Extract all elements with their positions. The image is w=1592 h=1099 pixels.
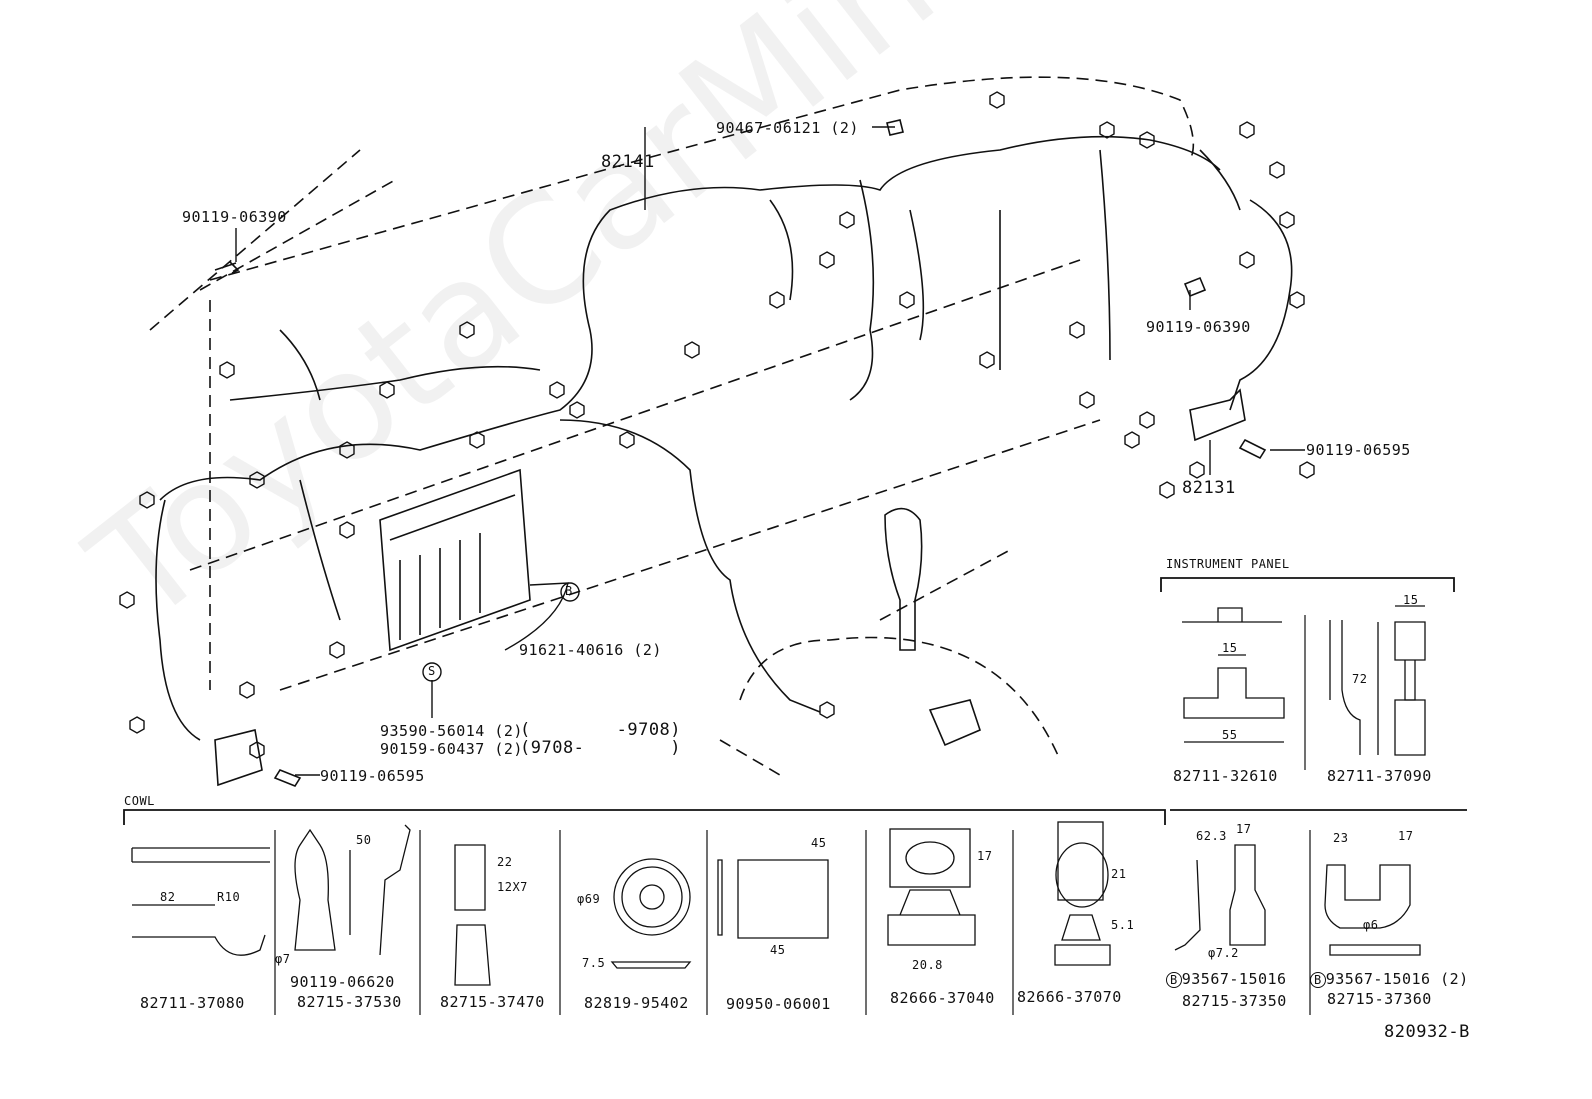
part-number-82715-37360: 82715-37360	[1327, 990, 1432, 1008]
dim-12x7: 12X7	[497, 880, 528, 894]
dim-55: 55	[1222, 728, 1238, 742]
dim-72: 72	[1352, 672, 1368, 686]
label-screw-range-1: ( -9708)	[520, 720, 682, 740]
dim-17: 17	[1236, 822, 1252, 836]
part-number-90950-06001: 90950-06001	[726, 995, 831, 1013]
figure-id: 820932-B	[1384, 1022, 1470, 1042]
label-nut-90467-06121: 90467-06121 (2)	[716, 119, 859, 137]
clip-number: 93567-15016 (2)	[1325, 970, 1469, 988]
label-bolt-90119-06620: 90119-06620	[290, 973, 395, 991]
connectors	[119, 91, 1315, 759]
bracket-82131	[1189, 388, 1246, 442]
dim-17: 17	[977, 849, 993, 863]
leader-lines	[235, 126, 1305, 776]
dim-r10: R10	[217, 890, 241, 904]
dim-7-5: 7.5	[582, 956, 606, 970]
dim-45-width: 45	[770, 943, 786, 957]
part-number-82711-37080: 82711-37080	[140, 994, 245, 1012]
bracket-left-lower	[214, 729, 263, 787]
part-number-82715-37530: 82715-37530	[297, 993, 402, 1011]
label-screw-90159-60437: 90159-60437 (2)	[380, 740, 523, 758]
marker-b: B	[565, 584, 573, 598]
part-number-82666-37070: 82666-37070	[1017, 988, 1122, 1006]
marker-s-circle	[422, 662, 442, 682]
label-harness-82141: 82141	[601, 152, 655, 172]
label-screw-range-2: (9708- )	[520, 738, 682, 758]
dim-23: 23	[1333, 831, 1349, 845]
dim-phi69: φ69	[577, 892, 601, 906]
part-number-82715-37470: 82715-37470	[440, 993, 545, 1011]
part-82711-37090-sketch	[1329, 605, 1426, 756]
dim-50: 50	[356, 833, 372, 847]
dim-phi6: φ6	[1363, 918, 1379, 932]
label-screw-91621-40616: 91621-40616 (2)	[519, 641, 662, 659]
part-number-82711-37090: 82711-37090	[1327, 767, 1432, 785]
shift-lever	[884, 507, 981, 747]
dim-phi7: φ7	[275, 952, 291, 966]
dashboard-outline	[149, 76, 1195, 776]
extra-part-sketches	[1174, 844, 1421, 956]
fasteners	[214, 119, 1267, 787]
label-harness-82131: 82131	[1182, 478, 1236, 498]
marker-b: B	[1166, 972, 1182, 988]
marker-b-circle	[560, 582, 580, 602]
label-bolt-90119-06390-left: 90119-06390	[182, 208, 287, 226]
dim-phi7-2: φ7.2	[1208, 946, 1239, 960]
dim-15: 15	[1403, 593, 1419, 607]
section-frames	[123, 577, 1467, 1015]
part-number-82711-32610: 82711-32610	[1173, 767, 1278, 785]
clip-number: 93567-15016	[1181, 970, 1287, 988]
dim-15: 15	[1222, 641, 1238, 655]
dim-17: 17	[1398, 829, 1414, 843]
label-bolt-90119-06595-left: 90119-06595	[320, 767, 425, 785]
dim-5-1: 5.1	[1111, 918, 1135, 932]
label-screw-93590-56014: 93590-56014 (2)	[380, 722, 523, 740]
part-82711-32610-sketch	[1182, 607, 1285, 743]
marker-b: B	[1310, 972, 1326, 988]
dim-21: 21	[1111, 867, 1127, 881]
part-number-82666-37040: 82666-37040	[890, 989, 995, 1007]
marker-s: S	[428, 664, 436, 678]
dim-82: 82	[160, 890, 176, 904]
dim-45-height: 45	[811, 836, 827, 850]
cowl-part-sketches	[131, 821, 1111, 986]
label-bolt-90119-06595-right: 90119-06595	[1306, 441, 1411, 459]
dim-22: 22	[497, 855, 513, 869]
dim-20-8: 20.8	[912, 958, 943, 972]
label-bolt-90119-06390-right: 90119-06390	[1146, 318, 1251, 336]
cowl-title: COWL	[124, 794, 155, 808]
junction-block	[379, 468, 531, 652]
dim-62-3: 62.3	[1196, 829, 1227, 843]
instrument-panel-title: INSTRUMENT PANEL	[1166, 557, 1290, 571]
part-number-82715-37350: 82715-37350	[1182, 992, 1287, 1010]
wire-harness-82141	[155, 135, 1293, 741]
part-number-82819-95402: 82819-95402	[584, 994, 689, 1012]
